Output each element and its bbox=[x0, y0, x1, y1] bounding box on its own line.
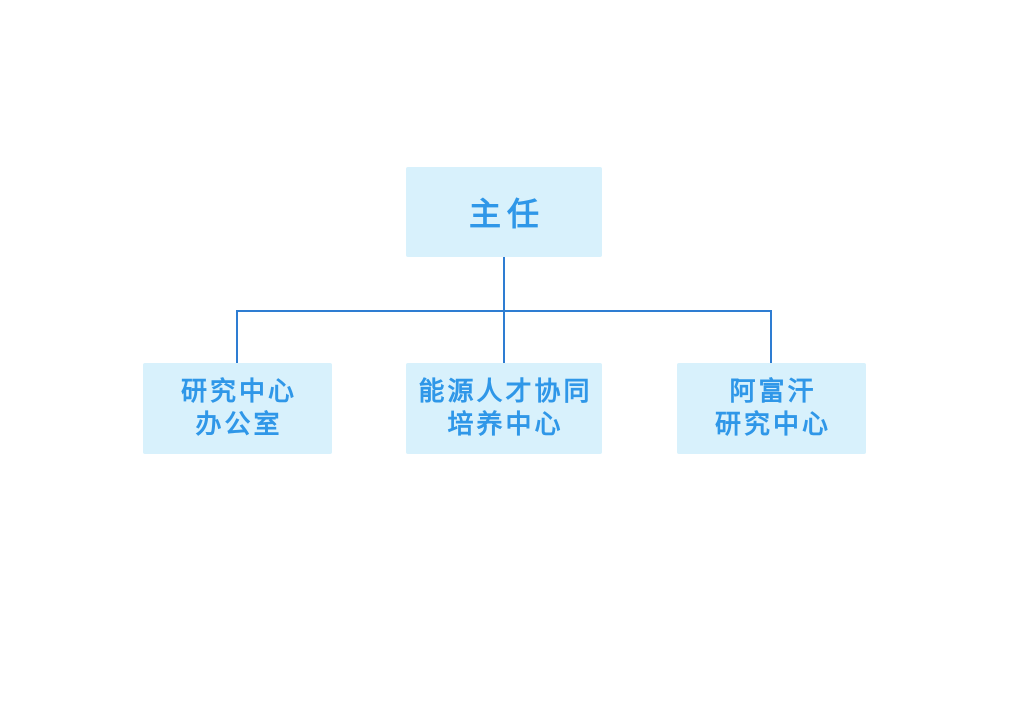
connector-horizontal-line bbox=[236, 310, 772, 312]
org-node-label-line: 研究中心 bbox=[714, 409, 831, 440]
connector-right-drop-line bbox=[770, 310, 772, 363]
org-node-energy-talent-training-center: 能源人才协同 培养中心 bbox=[406, 363, 602, 454]
org-node-label-line: 阿富汗 bbox=[729, 376, 817, 407]
org-node-director-label: 主任 bbox=[468, 195, 545, 233]
org-node-director: 主任 bbox=[406, 167, 602, 257]
org-node-label-line: 能源人才协同 bbox=[418, 376, 593, 407]
org-node-label-line: 研究中心 bbox=[180, 376, 297, 407]
org-node-afghanistan-research-center: 阿富汗 研究中心 bbox=[677, 363, 866, 454]
org-node-research-center-office: 研究中心 办公室 bbox=[143, 363, 332, 454]
org-node-label-line: 办公室 bbox=[195, 409, 283, 440]
org-node-label-line: 培养中心 bbox=[447, 409, 564, 440]
connector-left-drop-line bbox=[236, 310, 238, 363]
